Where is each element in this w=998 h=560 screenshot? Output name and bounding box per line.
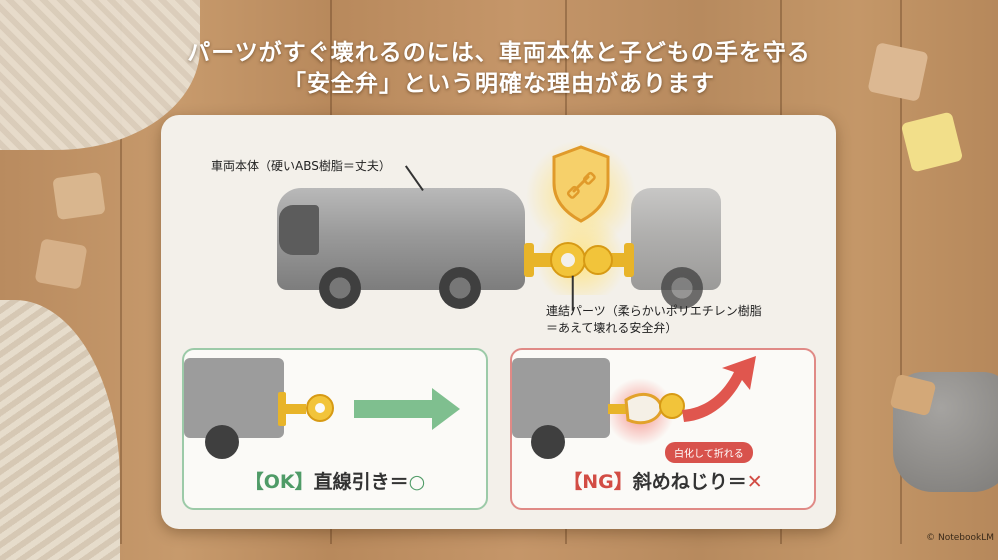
ng-text: 斜めねじり＝: [632, 471, 747, 493]
coupler-label-line-2: ＝あえて壊れる安全弁）: [546, 321, 678, 335]
ng-illustration: [512, 356, 756, 459]
ok-circle-icon: ○: [408, 471, 426, 493]
body-label: 車両本体（硬いABS樹脂＝丈夫）: [211, 159, 391, 173]
credit-text: © NotebookLM: [926, 533, 994, 543]
yellow-block: [900, 111, 964, 173]
ng-example-panel: 白化して折れる 【NG】斜めねじり＝✕: [510, 348, 816, 510]
train-front-window: [279, 205, 319, 255]
heading-line-1: パーツがすぐ壊れるのには、車両本体と子どもの手を守る: [187, 40, 811, 66]
shield-coupler-icon: [552, 145, 610, 223]
ok-bracket: 【OK】: [244, 471, 314, 493]
coupler-illustration: [524, 140, 636, 295]
knit-blanket-lower: [0, 300, 120, 560]
heading-line-2: 「安全弁」という明確な理由があります: [283, 71, 715, 97]
ok-example-panel: 【OK】直線引き＝○: [182, 348, 488, 510]
coupler-label-line-1: 連結パーツ（柔らかいポリエチレン樹脂: [546, 304, 762, 318]
wheel: [439, 267, 481, 309]
wood-block: [34, 238, 88, 290]
whitening-break-badge: 白化して折れる: [665, 442, 753, 463]
body-label-leader: [405, 165, 424, 191]
ng-cross-icon: ✕: [746, 471, 763, 493]
ok-caption: 【OK】直線引き＝○: [184, 467, 486, 494]
ok-illustration: [184, 358, 460, 459]
wood-block: [52, 171, 106, 221]
wheel: [319, 267, 361, 309]
ng-bracket: 【NG】: [563, 471, 633, 493]
ng-caption: 【NG】斜めねじり＝✕: [512, 467, 814, 494]
wheel: [661, 267, 703, 309]
ok-text: 直線引き＝: [313, 471, 409, 493]
